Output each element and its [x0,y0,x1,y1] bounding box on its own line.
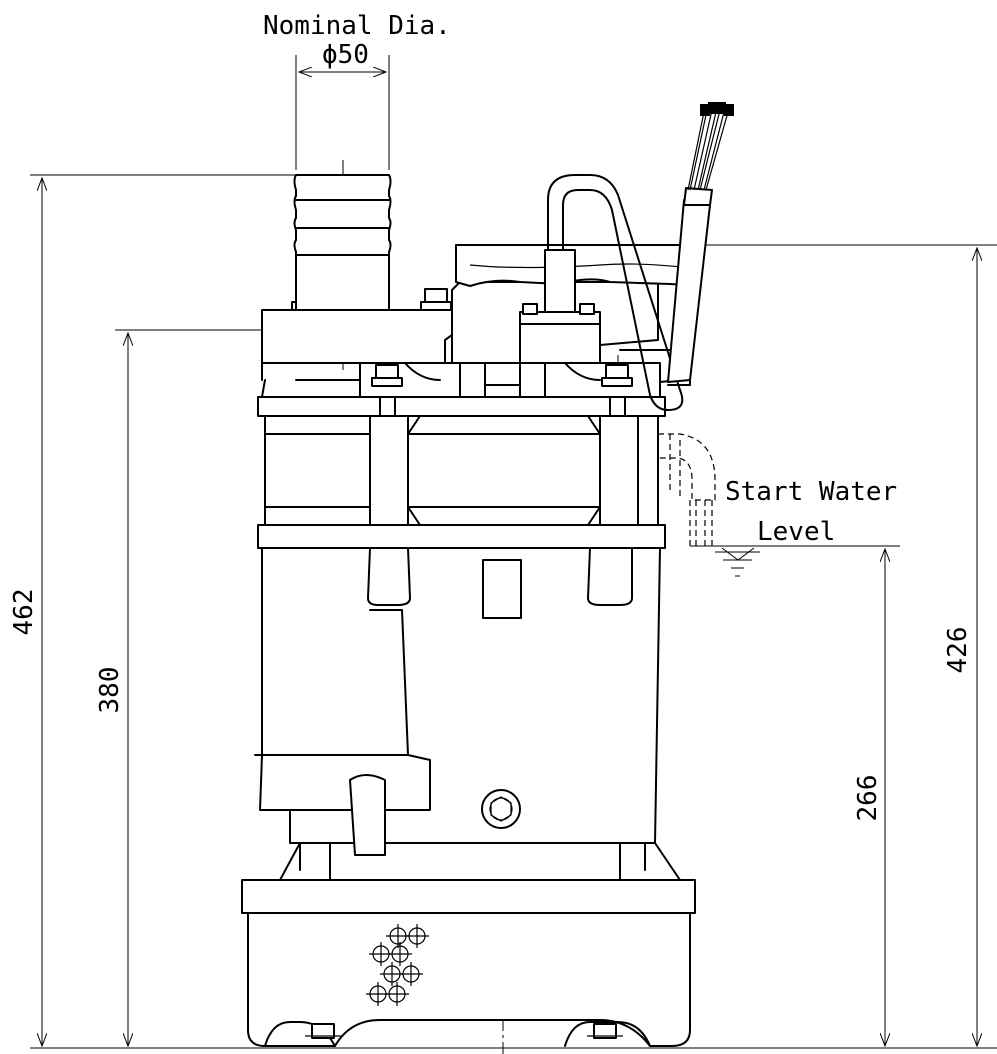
power-cable [667,102,734,383]
motor-lower-body [259,547,661,844]
level-label: Level [757,517,835,547]
pump-body [241,102,760,1047]
phi50-label: ϕ50 [322,40,369,70]
dimension-lines [30,55,997,1049]
dim-426-label: 426 [943,627,973,674]
base-strainer [247,912,691,1047]
dim-266-label: 266 [853,775,883,822]
nominal-dia-label: Nominal Dia. [263,11,451,41]
side-pipe [349,774,386,856]
drain-plug [481,789,521,829]
upper-flange [257,396,666,417]
water-level-symbol [715,547,760,577]
strainer-holes [366,924,429,1006]
lower-flange [257,524,666,549]
discharge-nozzle [293,174,392,311]
lifting-handle [547,174,684,411]
dim-462-label: 462 [9,589,39,636]
outlet-housing [261,309,453,364]
cable-gland [544,249,576,321]
start-water-label: Start Water [725,477,897,507]
float-switch [658,433,716,546]
dim-380-label: 380 [95,667,125,714]
base-rim [241,879,696,914]
